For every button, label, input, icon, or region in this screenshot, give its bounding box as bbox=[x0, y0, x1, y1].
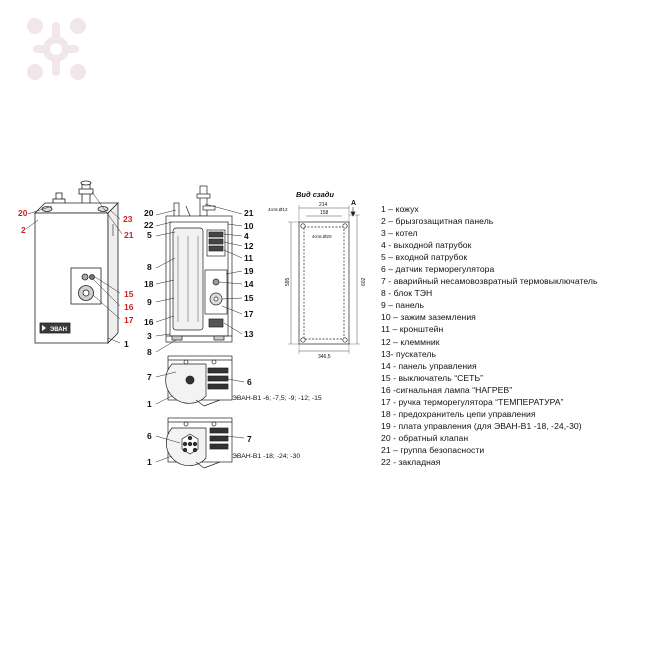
legend-item: 22 - закладная bbox=[381, 456, 441, 467]
legend-item: 17 - ручка терморегулятора “ТЕМПЕРАТУРА” bbox=[381, 396, 564, 407]
caption-small-models: ЭВАН-В1 -6; -7,5; -9; -12; -15 bbox=[232, 395, 322, 402]
boiler-internal-view bbox=[165, 185, 233, 343]
dim-158: 158 bbox=[320, 210, 329, 216]
top-view-b-callouts: 6 7 1 bbox=[147, 431, 252, 467]
callout-15-internal: 15 bbox=[244, 293, 254, 303]
legend-item: 16 -сигнальная лампа “НАГРЕВ” bbox=[381, 384, 513, 395]
legend-item: 15 - выключатель “СЕТЬ” bbox=[381, 372, 484, 383]
internal-callouts-left: 20 22 5 8 18 9 16 3 8 bbox=[144, 208, 154, 357]
callout-18: 18 bbox=[144, 279, 154, 289]
legend-item: 21 – группа безопасности bbox=[381, 444, 485, 455]
brand-label: ЭВАН bbox=[50, 327, 67, 333]
callout-13: 13 bbox=[244, 329, 254, 339]
callout-7-top-a: 7 bbox=[147, 372, 152, 382]
legend-item: 10 – зажим заземления bbox=[381, 312, 476, 323]
legend-item: 8 - блок ТЭН bbox=[381, 288, 433, 299]
watermark-logo-icon bbox=[27, 18, 86, 80]
legend-item: 5 – входной патрубок bbox=[381, 252, 468, 263]
callout-21: 21 bbox=[124, 230, 134, 240]
legend-item: 12 – клеммник bbox=[381, 336, 440, 347]
dim-346: 346,5 bbox=[318, 354, 331, 360]
callout-2: 2 bbox=[21, 225, 26, 235]
callout-4: 4 bbox=[244, 231, 249, 241]
callout-1-top-b: 1 bbox=[147, 457, 152, 467]
top-view-large-models bbox=[165, 417, 233, 469]
callout-12: 12 bbox=[244, 241, 254, 251]
callout-21-internal: 21 bbox=[244, 208, 254, 218]
top-view-b-leaders bbox=[155, 435, 245, 463]
callout-19: 19 bbox=[244, 266, 254, 276]
top-view-a-callouts: 7 6 1 bbox=[147, 372, 252, 409]
rear-view-title: Вид сзади bbox=[296, 190, 334, 199]
external-leaders bbox=[25, 191, 123, 344]
legend-item: 14 - панель управления bbox=[381, 360, 477, 371]
legend-item: 7 - аварийный несамовозвратный термовыкл… bbox=[381, 276, 598, 287]
callout-8-bottom: 8 bbox=[147, 347, 152, 357]
rear-view-drawing bbox=[288, 205, 360, 354]
dim-602: 602 bbox=[361, 277, 367, 286]
callout-1: 1 bbox=[124, 339, 129, 349]
callout-3: 3 bbox=[147, 331, 152, 341]
top-view-a-leaders bbox=[155, 371, 245, 405]
boiler-external-view bbox=[34, 180, 119, 344]
callout-7-top-b: 7 bbox=[247, 434, 252, 444]
legend-item: 6 – датчик терморегулятора bbox=[381, 264, 495, 275]
callout-9: 9 bbox=[147, 297, 152, 307]
callout-14: 14 bbox=[244, 279, 254, 289]
caption-large-models: ЭВАН-В1 -18; -24; -30 bbox=[232, 453, 300, 460]
callout-5: 5 bbox=[147, 230, 152, 240]
external-callouts: 20 2 23 21 15 16 17 bbox=[18, 208, 134, 325]
callout-11: 11 bbox=[244, 253, 253, 263]
legend-item: 9 – панель bbox=[381, 300, 424, 311]
legend-item: 11 – кронштейн bbox=[381, 324, 444, 335]
callout-16: 16 bbox=[124, 302, 134, 312]
top-view-small-models bbox=[165, 355, 233, 407]
internal-callouts-right: 21 10 4 12 11 19 14 15 17 13 bbox=[244, 208, 254, 339]
callout-16-internal: 16 bbox=[144, 317, 154, 327]
callout-6-top-b: 6 bbox=[147, 431, 152, 441]
callout-15: 15 bbox=[124, 289, 134, 299]
callout-17-internal: 17 bbox=[244, 309, 254, 319]
callout-10: 10 bbox=[244, 221, 254, 231]
legend-item: 18 - предохранитель цепи управления bbox=[381, 408, 536, 419]
rear-view-dimensions: 214 158 4отв.Ø12 4отв.Ø20 595 602 346,5 bbox=[268, 202, 367, 360]
callout-8: 8 bbox=[147, 262, 152, 272]
callout-22: 22 bbox=[144, 220, 154, 230]
legend-item: 19 - плата управления (для ЭВАН-В1 -18, … bbox=[381, 420, 582, 431]
section-letter-a: A bbox=[351, 200, 356, 207]
callout-23: 23 bbox=[123, 214, 133, 224]
legend-item: 20 - обратный клапан bbox=[381, 432, 469, 443]
callout-1-top-a: 1 bbox=[147, 399, 152, 409]
callout-20: 20 bbox=[18, 208, 28, 218]
dim-595: 595 bbox=[285, 277, 291, 286]
legend-item: 1 – кожух bbox=[381, 204, 419, 214]
legend-item: 13- пускатель bbox=[381, 348, 436, 359]
callout-6-top-a: 6 bbox=[247, 377, 252, 387]
dim-214: 214 bbox=[319, 202, 328, 208]
callout-17: 17 bbox=[124, 315, 134, 325]
dim-holes-12: 4отв.Ø12 bbox=[268, 207, 288, 212]
legend-item: 3 – котел bbox=[381, 228, 418, 239]
callout-20-internal: 20 bbox=[144, 208, 154, 218]
parts-legend: 1 – кожух 2 – брызгозащитная панель 3 – … bbox=[381, 203, 598, 468]
dim-holes-20: 4отв.Ø20 bbox=[312, 234, 332, 239]
legend-item: 4 - выходной патрубок bbox=[381, 240, 472, 251]
internal-leaders bbox=[155, 203, 243, 353]
legend-item: 2 – брызгозащитная панель bbox=[381, 216, 494, 227]
